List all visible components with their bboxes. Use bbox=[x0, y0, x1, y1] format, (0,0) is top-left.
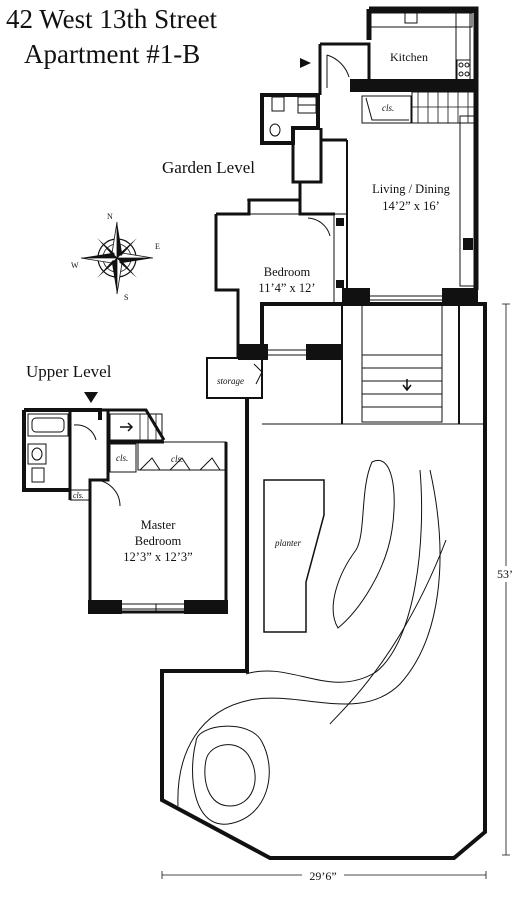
storage-label: storage bbox=[217, 376, 244, 386]
apartment-title: Apartment #1-B bbox=[24, 39, 201, 69]
bedroom-size: 11’4” x 12’ bbox=[258, 281, 315, 295]
upper-toilet-icon bbox=[31, 467, 45, 483]
compass-s: S bbox=[124, 293, 128, 302]
kitchen-label: Kitchen bbox=[390, 50, 428, 64]
kitchen-bottom-wall bbox=[350, 79, 478, 92]
bathroom bbox=[260, 93, 320, 145]
storage-closet bbox=[206, 357, 263, 399]
entry-marker-garden bbox=[300, 58, 311, 68]
closet-label-upper-3: cls. bbox=[73, 491, 84, 500]
kitchen-sink bbox=[404, 12, 418, 24]
master-wall bbox=[88, 442, 228, 614]
garden-level-label: Garden Level bbox=[162, 158, 255, 177]
compass-n: N bbox=[107, 212, 113, 221]
living-label: Living / Dining bbox=[372, 182, 451, 196]
compass-rose-icon bbox=[80, 221, 154, 295]
upper-sink-icon bbox=[27, 443, 47, 465]
closet-label-garden: cls. bbox=[382, 103, 394, 113]
toilet-icon bbox=[271, 96, 285, 112]
closet-label-upper-1: cls. bbox=[116, 453, 128, 463]
depth-label: 53’ bbox=[497, 567, 513, 581]
master-label-2: Bedroom bbox=[135, 534, 182, 548]
garden-path bbox=[177, 469, 441, 807]
address-title: 42 West 13th Street bbox=[6, 4, 218, 34]
hallway-wall bbox=[291, 128, 323, 184]
garden-bed bbox=[332, 459, 395, 629]
closet-upper bbox=[109, 443, 137, 473]
stairs-upper bbox=[109, 413, 163, 441]
entry-door bbox=[326, 54, 350, 88]
sink-icon bbox=[269, 123, 281, 137]
stairs-down-arrow bbox=[402, 379, 412, 392]
planter bbox=[263, 479, 325, 633]
master-window bbox=[122, 603, 184, 610]
stairs-garden bbox=[411, 91, 477, 124]
compass-e: E bbox=[155, 242, 160, 251]
master-label-1: Master bbox=[141, 518, 177, 532]
bedroom-window bbox=[268, 349, 306, 356]
upper-level-label: Upper Level bbox=[26, 362, 112, 381]
upper-level bbox=[22, 408, 228, 614]
kitchen-top-wall bbox=[369, 9, 476, 13]
kitchen-counter-top bbox=[370, 12, 473, 28]
master-closet bbox=[137, 441, 227, 471]
garden-stairs bbox=[361, 303, 443, 423]
garden-pond bbox=[204, 744, 256, 807]
width-label: 29’6” bbox=[309, 869, 336, 883]
master-size: 12’3” x 12’3” bbox=[123, 550, 192, 564]
planter-label: planter bbox=[274, 538, 301, 548]
closet-garden bbox=[361, 95, 412, 124]
bathtub-icon bbox=[27, 413, 69, 437]
bedroom-wall bbox=[216, 200, 335, 216]
living-size: 14’2” x 16’ bbox=[382, 199, 440, 213]
compass-w: W bbox=[71, 261, 79, 270]
closet-label-upper-2: cls. bbox=[171, 454, 183, 464]
garden-boundary bbox=[160, 302, 487, 860]
living-window bbox=[370, 295, 442, 301]
entry-marker-upper bbox=[84, 392, 98, 403]
stairs-arrow bbox=[120, 422, 134, 432]
garden-level bbox=[160, 6, 487, 860]
upper-bath-wall bbox=[22, 408, 102, 492]
bedroom-label: Bedroom bbox=[264, 265, 311, 279]
